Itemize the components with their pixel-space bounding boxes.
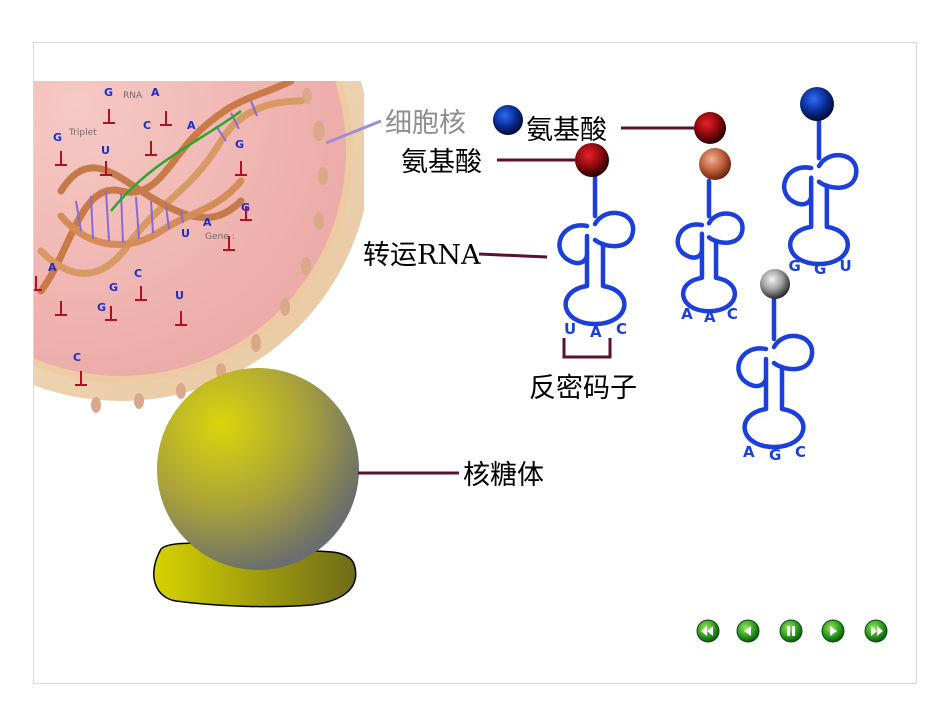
dna-base: U bbox=[101, 144, 110, 157]
anticodon-base: U bbox=[564, 320, 576, 338]
amino-acid-gray-ball bbox=[760, 269, 790, 299]
dna-base: U bbox=[175, 289, 184, 302]
anticodon-base: U bbox=[839, 257, 851, 275]
anticodon-base: G bbox=[769, 446, 781, 464]
next-icon bbox=[830, 626, 837, 636]
ribosome-large-subunit bbox=[157, 368, 359, 570]
label-amino-acid-top: 氨基酸 bbox=[526, 115, 607, 146]
translation-diagram: GAGUCAGUAGAGUCGC RNA Triplet Gene : 细胞核 … bbox=[34, 81, 888, 643]
anticodon-base: A bbox=[590, 323, 602, 341]
anticodon-base: C bbox=[795, 443, 806, 461]
amino-acid-tan-ball bbox=[699, 148, 731, 180]
label-amino-acid-left: 氨基酸 bbox=[401, 147, 482, 178]
anticodon-base: G bbox=[814, 260, 826, 278]
dna-base: G bbox=[53, 131, 62, 144]
nav-first-button[interactable] bbox=[696, 619, 720, 643]
nav-last-button[interactable] bbox=[864, 619, 888, 643]
nav-next-button[interactable] bbox=[821, 619, 845, 643]
anticodon-base: C bbox=[616, 320, 627, 338]
anticodon-base: A bbox=[704, 308, 716, 326]
amino-acid-red-ball-1 bbox=[575, 143, 609, 177]
slide-frame: GAGUCAGUAGAGUCGC RNA Triplet Gene : 细胞核 … bbox=[33, 42, 917, 684]
dna-base: G bbox=[104, 86, 113, 99]
anticodon-base: A bbox=[681, 305, 693, 323]
trna-2-backbone bbox=[675, 178, 745, 314]
dna-base: G bbox=[235, 138, 244, 151]
playback-controls bbox=[696, 619, 888, 643]
amino-acid-blue-ball-2 bbox=[800, 87, 834, 121]
amino-acid-red-ball-2 bbox=[694, 112, 726, 144]
label-nucleus: 细胞核 bbox=[385, 108, 466, 139]
trna-3-backbone bbox=[781, 116, 859, 267]
dna-base: U bbox=[181, 227, 190, 240]
dna-base: G bbox=[109, 281, 118, 294]
fast-forward-icon bbox=[871, 626, 883, 636]
anticodon-base: A bbox=[743, 443, 755, 461]
rewind-icon bbox=[701, 626, 713, 636]
anticodon-base: C bbox=[727, 305, 738, 323]
dna-label-triplet: Triplet bbox=[68, 128, 97, 138]
pause-icon bbox=[787, 626, 795, 636]
trna-leader-line bbox=[478, 252, 548, 259]
dna-base: A bbox=[187, 119, 196, 132]
dna-label-gene: Gene : bbox=[205, 232, 235, 242]
free-nucleotides bbox=[34, 109, 252, 386]
trna-1-backbone bbox=[557, 173, 636, 327]
dna-base: C bbox=[134, 267, 142, 280]
label-ribosome: 核糖体 bbox=[463, 460, 544, 491]
amino-acid-blue-ball bbox=[493, 105, 523, 135]
dna-base: C bbox=[73, 351, 81, 364]
nav-previous-button[interactable] bbox=[736, 619, 760, 643]
anticodon-bracket bbox=[562, 338, 612, 359]
ribosome bbox=[153, 368, 359, 608]
dna-base-letters: GAGUCAGUAGAGUCGC bbox=[48, 86, 250, 364]
anticodon-base: G bbox=[789, 257, 801, 275]
dna-base: A bbox=[48, 261, 57, 274]
nucleus-illustration: GAGUCAGUAGAGUCGC RNA Triplet Gene : bbox=[34, 81, 364, 413]
dna-base: A bbox=[151, 86, 160, 99]
dna-base: G bbox=[97, 301, 106, 314]
nucleus-leader-line bbox=[325, 119, 382, 145]
label-trna: 转运RNA bbox=[363, 240, 481, 271]
label-anticodon: 反密码子 bbox=[529, 373, 637, 404]
nav-pause-button[interactable] bbox=[779, 619, 803, 643]
dna-base: A bbox=[203, 216, 212, 229]
dna-base: C bbox=[143, 119, 151, 132]
prev-icon bbox=[744, 626, 751, 636]
trna-4-backbone bbox=[736, 296, 815, 450]
dna-label-rna: RNA bbox=[123, 91, 143, 101]
